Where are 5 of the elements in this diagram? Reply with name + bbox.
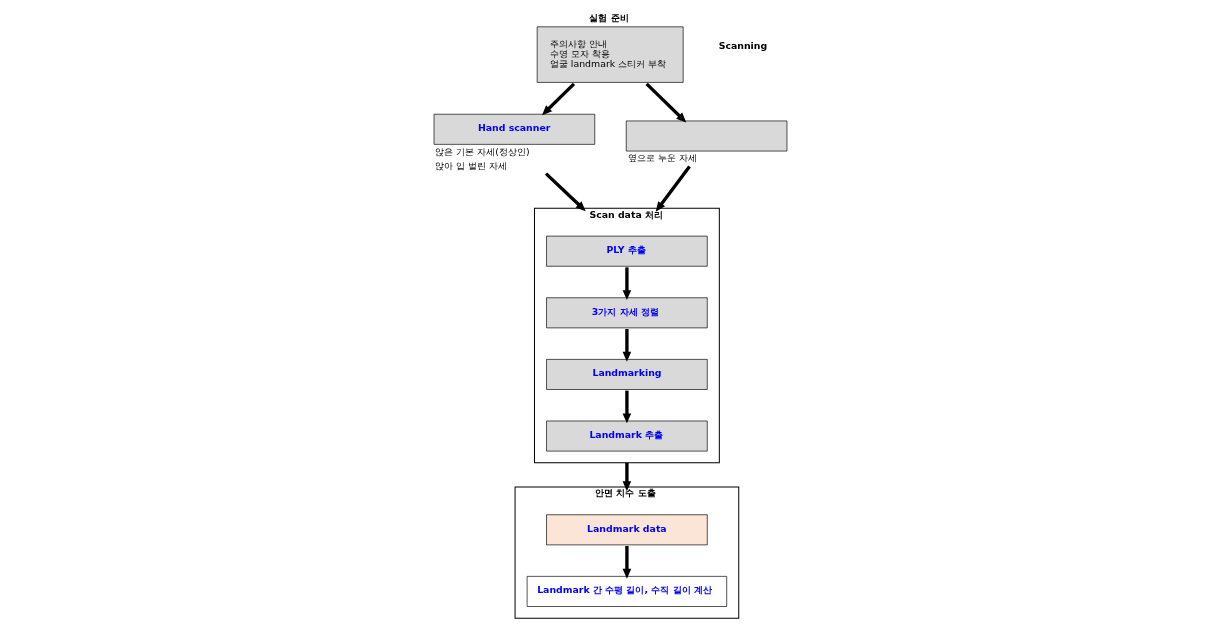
label: Scanning [718,40,768,52]
node-label: 앉은 기본 자세(정상인) [435,145,530,157]
node-label: 앉아 입 벌린 자세 [435,159,508,171]
node-label: 실험 준비 [589,11,629,23]
node-label: 옆으로 누운 자세 [627,152,697,164]
